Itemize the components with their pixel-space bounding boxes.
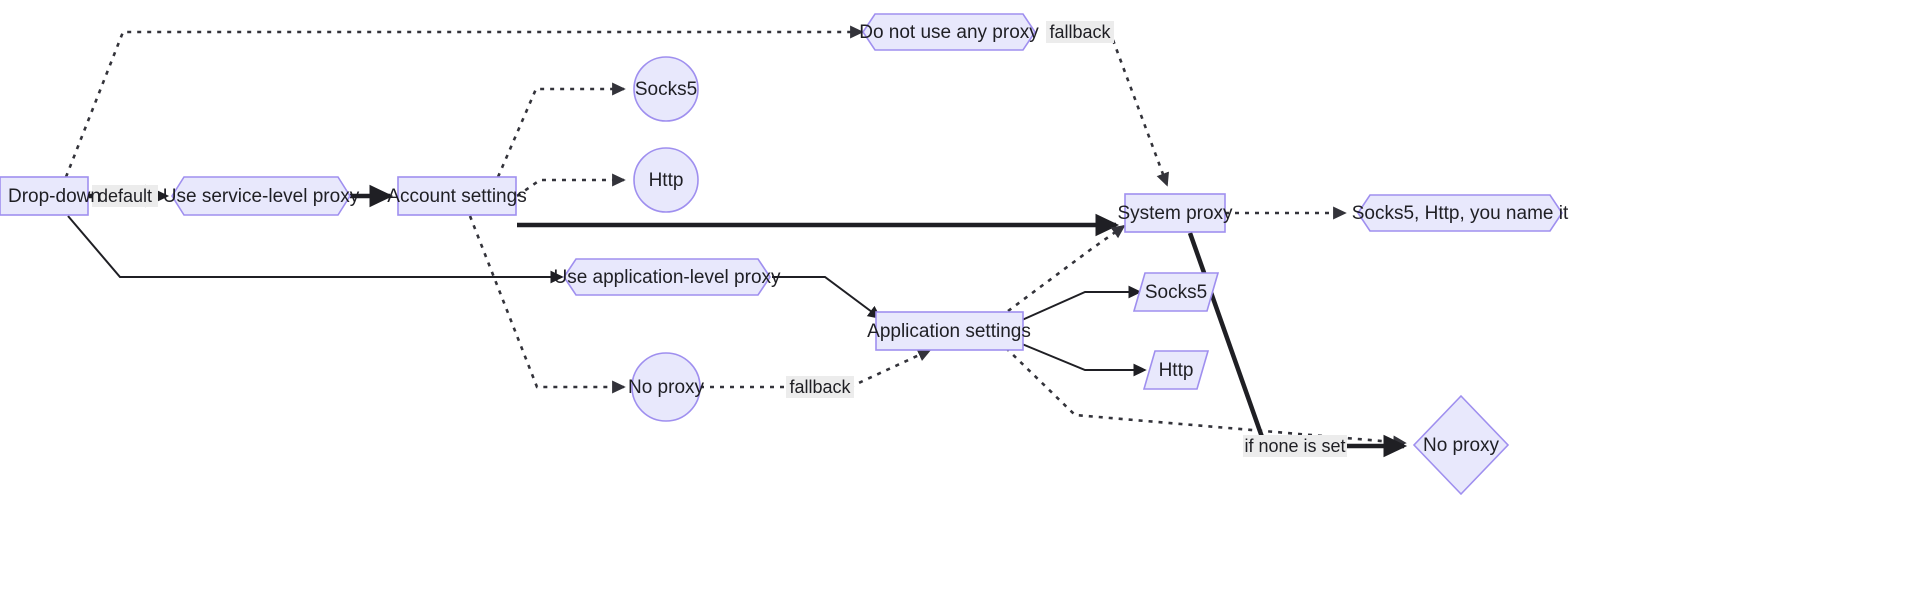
node-http-application-label: Http: [1159, 360, 1194, 381]
edge-app-settings-to-no-proxy-final: [1005, 347, 1407, 449]
edge-no-any-proxy-to-system: [1111, 39, 1169, 187]
edge-label-if-none-is-set: if none is set: [1243, 435, 1347, 457]
node-http-application-shape[interactable]: [1142, 350, 1210, 390]
node-you-name-it-label: Socks5, Http, you name it: [1352, 203, 1569, 224]
node-no-proxy-final-shape[interactable]: [1412, 394, 1510, 496]
node-socks5-account[interactable]: Socks5: [633, 56, 699, 122]
node-socks5-account-shape[interactable]: [633, 56, 699, 122]
edge-fallback-to-app-settings: [849, 348, 932, 389]
node-use-service-level-proxy-label: Use service-level proxy: [163, 186, 360, 207]
node-socks5-application-shape[interactable]: [1132, 272, 1220, 312]
node-use-application-level-proxy[interactable]: Use application-level proxy: [553, 258, 781, 296]
node-application-settings-label: Application settings: [867, 321, 1031, 342]
edge-label-default-bg: [92, 185, 158, 207]
node-do-not-use-any-proxy-label: Do not use any proxy: [859, 22, 1039, 43]
edge-label-fallback-top-bg: [1046, 21, 1114, 43]
node-account-settings-label: Account settings: [387, 186, 526, 207]
edge-system-proxy-to-if-none: [1187, 232, 1265, 438]
node-http-application[interactable]: Http: [1142, 350, 1210, 390]
node-dropdown[interactable]: Drop-down: [0, 176, 101, 216]
edge-dropdown-to-app-proxy: [67, 215, 564, 284]
node-no-proxy-final-label: No proxy: [1423, 435, 1500, 456]
edge-app-settings-to-system-proxy: [999, 224, 1126, 319]
node-use-service-level-proxy-shape[interactable]: [171, 176, 351, 216]
node-http-account[interactable]: Http: [633, 147, 699, 213]
node-use-application-level-proxy-shape[interactable]: [563, 258, 771, 296]
edge-label-fallback-top-text: fallback: [1049, 22, 1111, 42]
node-no-proxy-final[interactable]: No proxy: [1412, 394, 1510, 496]
edge-app-proxy-to-app-settings: [772, 276, 882, 320]
edge-label-fallback-noproxy: fallback: [786, 376, 854, 398]
edge-label-default: default: [92, 185, 158, 207]
edge-app-settings-to-http: [1021, 343, 1147, 377]
edge-dropdown-to-no-any-proxy: [64, 25, 864, 178]
node-no-proxy-account-shape[interactable]: [631, 352, 701, 422]
edge-label-fallback-top: fallback: [1046, 21, 1114, 43]
node-do-not-use-any-proxy-shape[interactable]: [862, 13, 1036, 51]
node-use-application-level-proxy-label: Use application-level proxy: [553, 267, 781, 288]
node-application-settings-shape[interactable]: [875, 311, 1024, 351]
node-http-account-label: Http: [649, 170, 684, 191]
edge-label-fallback-noproxy-text: fallback: [789, 377, 851, 397]
node-socks5-account-label: Socks5: [635, 79, 697, 100]
edge-label-if-none-is-set-text: if none is set: [1244, 436, 1345, 456]
edge-labels-layer: default fallback fallback if none is set: [92, 21, 1347, 457]
edge-account-to-http: [516, 173, 626, 198]
node-socks5-application[interactable]: Socks5: [1132, 272, 1220, 312]
edge-label-fallback-noproxy-bg: [786, 376, 854, 398]
node-socks5-application-label: Socks5: [1145, 282, 1207, 303]
node-account-settings[interactable]: Account settings: [387, 176, 527, 216]
nodes-layer: Drop-down Use service-level proxy Accoun…: [0, 13, 1569, 496]
node-no-proxy-account-label: No proxy: [628, 377, 705, 398]
edge-label-if-none-is-set-bg: [1243, 435, 1347, 457]
node-dropdown-label: Drop-down: [8, 186, 101, 207]
node-http-account-shape[interactable]: [633, 147, 699, 213]
edge-account-to-no-proxy: [468, 215, 626, 394]
node-system-proxy[interactable]: System proxy: [1117, 193, 1233, 233]
node-system-proxy-label: System proxy: [1117, 203, 1233, 224]
node-dropdown-shape[interactable]: [0, 176, 89, 216]
edge-app-settings-to-socks5: [1021, 285, 1142, 321]
node-application-settings[interactable]: Application settings: [867, 311, 1031, 351]
node-you-name-it-shape[interactable]: [1357, 194, 1563, 232]
edges-layer: [64, 25, 1408, 458]
node-system-proxy-shape[interactable]: [1124, 193, 1226, 233]
edge-account-to-socks5: [496, 82, 626, 178]
node-use-service-level-proxy[interactable]: Use service-level proxy: [163, 176, 360, 216]
node-no-proxy-account[interactable]: No proxy: [628, 352, 705, 422]
node-you-name-it[interactable]: Socks5, Http, you name it: [1352, 194, 1569, 232]
node-account-settings-shape[interactable]: [397, 176, 517, 216]
node-do-not-use-any-proxy[interactable]: Do not use any proxy: [859, 13, 1039, 51]
edge-label-default-text: default: [98, 186, 152, 206]
